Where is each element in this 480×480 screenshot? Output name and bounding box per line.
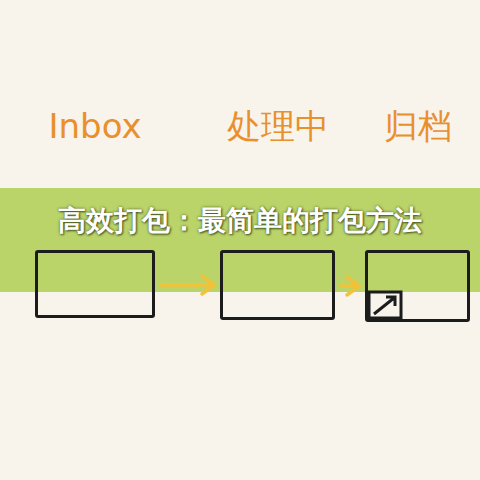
box-outline (220, 250, 335, 320)
stage-box: 处理中 (220, 104, 335, 320)
stage-box: 归档 (365, 104, 470, 322)
flow-arrow (341, 277, 359, 295)
stage-label: 处理中 (210, 104, 345, 148)
archive-icon (369, 292, 401, 318)
box-outline (35, 250, 155, 318)
box-outline (365, 250, 470, 322)
green-band (0, 188, 480, 292)
stage-label: 归档 (355, 104, 480, 148)
flow-arrow (161, 276, 214, 294)
stage-label: Inbox (25, 104, 165, 148)
stage-box: Inbox (35, 104, 155, 318)
banner-title: 高效打包：最简单的打包方法 (0, 204, 480, 238)
